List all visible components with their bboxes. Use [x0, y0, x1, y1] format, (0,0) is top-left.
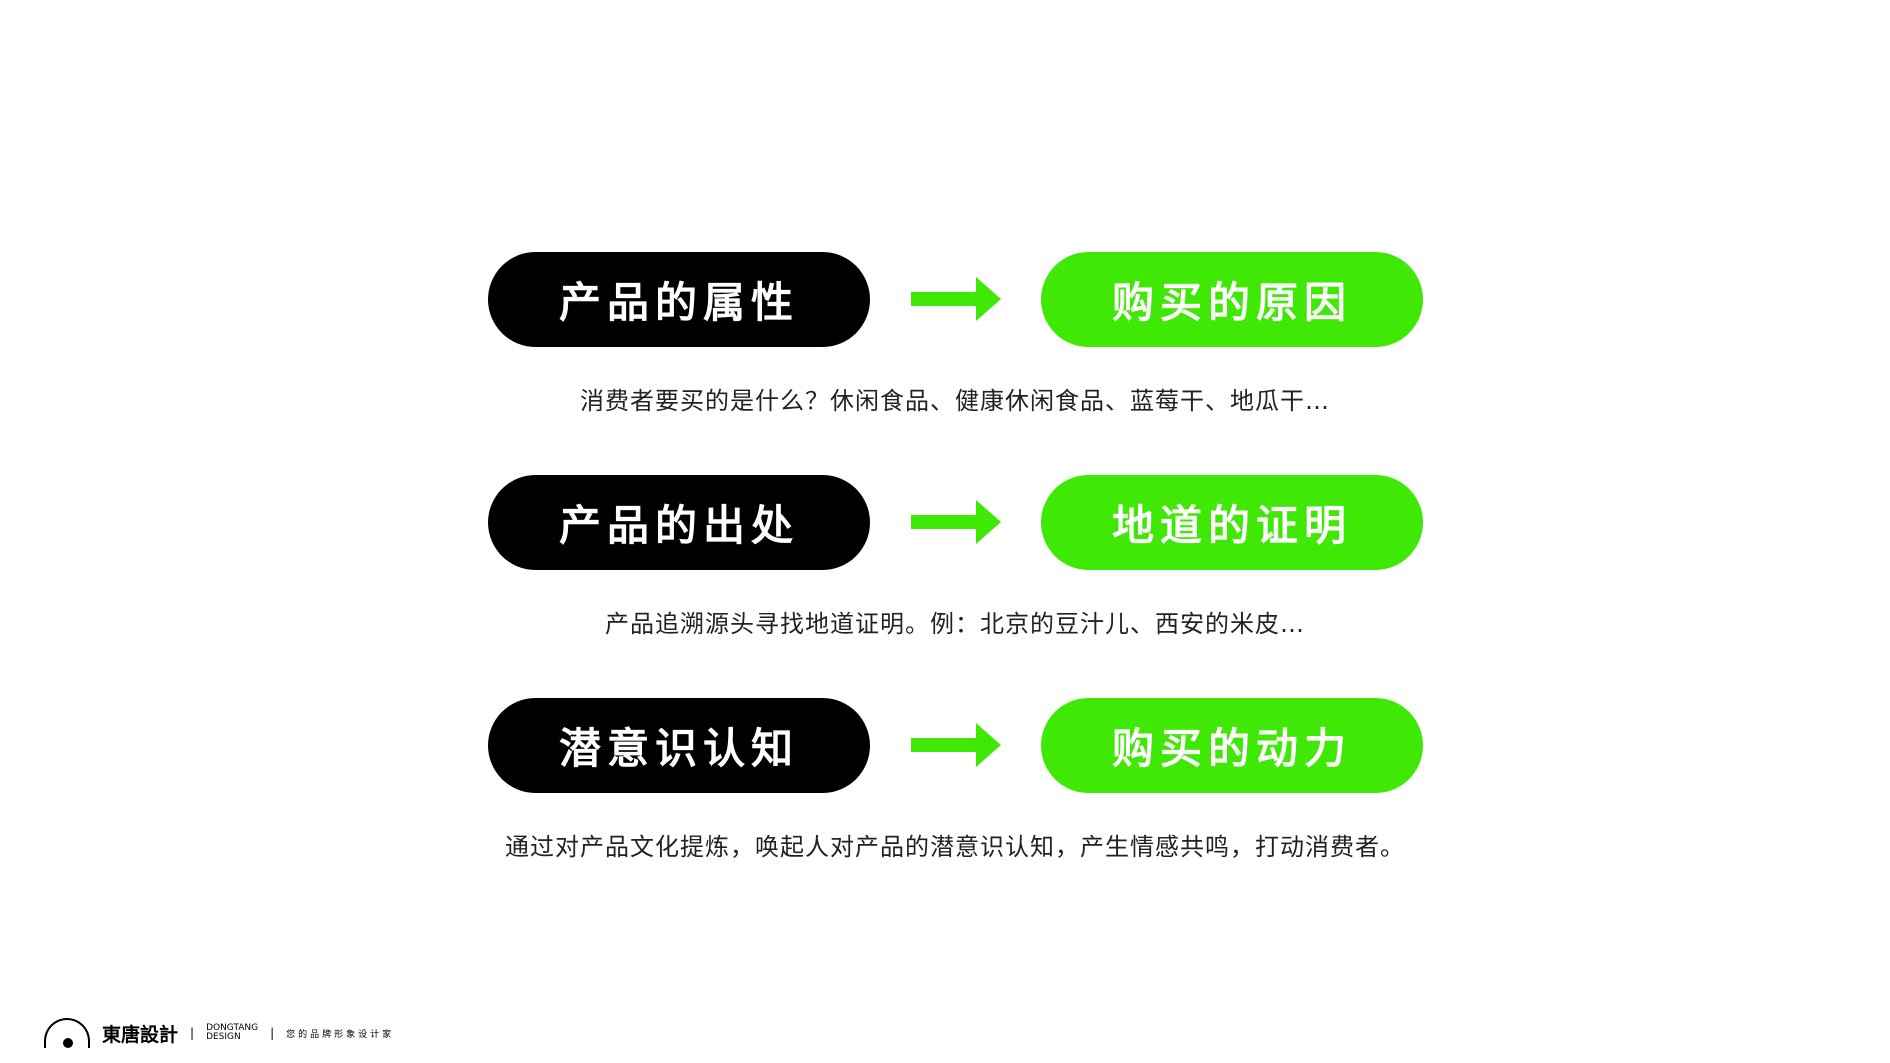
slogan: 您的品牌形象设计家: [286, 1029, 395, 1040]
attribute-pill: 产品的属性: [488, 252, 870, 347]
row-description: 产品追溯源头寻找地道证明。例：北京的豆汁儿、西安的米皮…: [605, 610, 1305, 638]
brand-en-line2: DESIGN: [206, 1032, 241, 1042]
subconscious-pill: 潜意识认知: [488, 698, 870, 793]
row-description: 消费者要买的是什么？休闲食品、健康休闲食品、蓝莓干、地瓜干…: [580, 387, 1330, 415]
motivation-pill: 购买的动力: [1041, 698, 1423, 793]
divider: |: [190, 1026, 195, 1040]
arrow-right-icon: [911, 277, 1001, 321]
reason-pill: 购买的原因: [1041, 252, 1423, 347]
brand-name: 東唐設計: [102, 1023, 179, 1046]
row-description: 通过对产品文化提炼，唤起人对产品的潜意识认知，产生情感共鸣，打动消费者。: [505, 833, 1405, 861]
arrow-right-icon: [911, 500, 1001, 544]
origin-pill: 产品的出处: [488, 475, 870, 570]
proof-pill: 地道的证明: [1041, 475, 1423, 570]
brand-en-line1: DONGTANG: [206, 1023, 259, 1033]
arrow-right-icon: [911, 723, 1001, 767]
divider: |: [270, 1026, 275, 1040]
logo-icon: [44, 1018, 90, 1048]
